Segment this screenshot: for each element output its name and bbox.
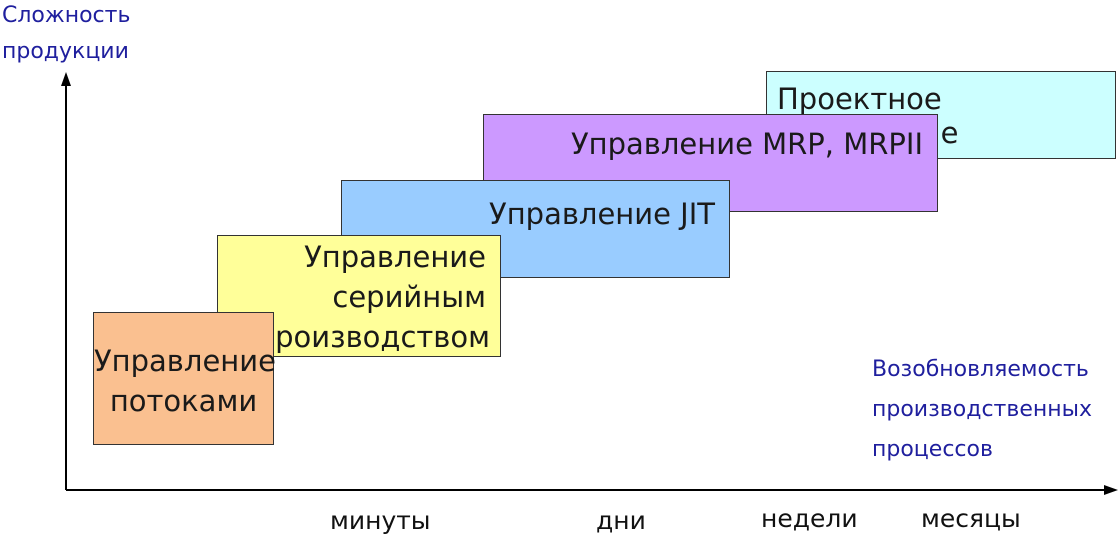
x-tick-minutes: минуты bbox=[330, 506, 431, 535]
box-serial-production: Управление серийным производством bbox=[217, 235, 501, 357]
y-axis-arrow-icon bbox=[61, 72, 71, 86]
box-flow-line-2: потоками bbox=[109, 384, 258, 418]
x-tick-weeks: недели bbox=[761, 504, 858, 533]
y-axis-title: Сложность продукции bbox=[2, 2, 130, 66]
box-serial-line-3: производством bbox=[256, 320, 490, 354]
x-axis-title-line-1: Возобновляемость bbox=[872, 357, 1089, 382]
box-flow-management: Управление потоками bbox=[93, 312, 276, 445]
x-tick-days: дни bbox=[596, 506, 646, 535]
x-axis-title-line-3: процессов bbox=[872, 437, 993, 462]
box-jit-label: Управление JIT bbox=[489, 197, 715, 231]
x-axis-arrow-icon bbox=[1104, 485, 1118, 495]
x-axis-title: Возобновляемость производственных процес… bbox=[872, 350, 1092, 470]
y-axis-title-line-2: продукции bbox=[2, 39, 129, 64]
box-mrp-label: Управление MRP, MRPII bbox=[570, 127, 923, 161]
box-flow-line-1: Управление bbox=[94, 344, 276, 378]
box-jit: Управление JIT bbox=[341, 180, 730, 278]
x-tick-months: месяцы bbox=[921, 504, 1021, 533]
y-axis-title-line-1: Сложность bbox=[2, 3, 131, 28]
box-serial-line-1: Управление bbox=[304, 240, 486, 274]
x-axis-title-line-2: производственных bbox=[872, 397, 1093, 422]
box-serial-line-2: серийным bbox=[332, 280, 486, 314]
